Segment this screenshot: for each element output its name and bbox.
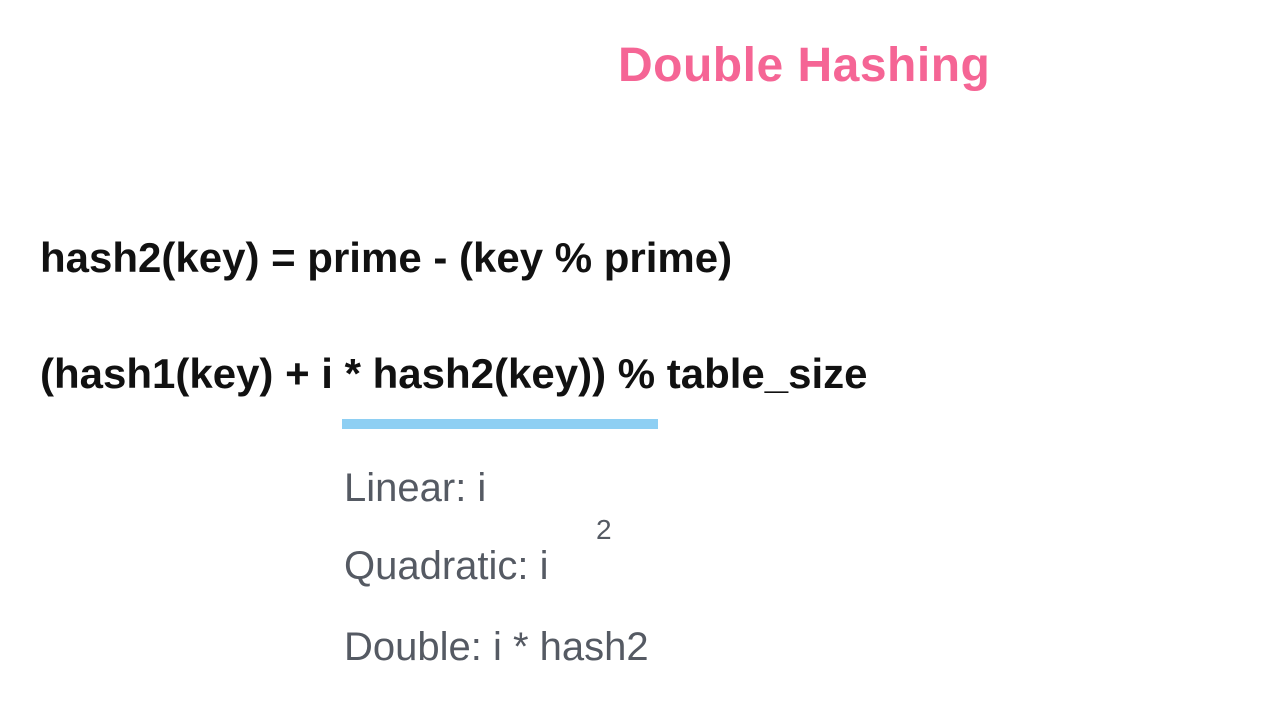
double-probe-step: Double: i * hash2: [344, 625, 649, 669]
slide-title: Double Hashing: [618, 39, 991, 92]
probe-formula: (hash1(key) + i * hash2(key)) % table_si…: [40, 350, 868, 397]
hash2-formula: hash2(key) = prime - (key % prime): [40, 234, 733, 281]
highlight-underline: [342, 419, 658, 429]
linear-probe-step: Linear: i: [344, 466, 487, 510]
quadratic-exponent: 2: [596, 514, 612, 545]
quadratic-probe-step: Quadratic: i: [344, 544, 549, 588]
